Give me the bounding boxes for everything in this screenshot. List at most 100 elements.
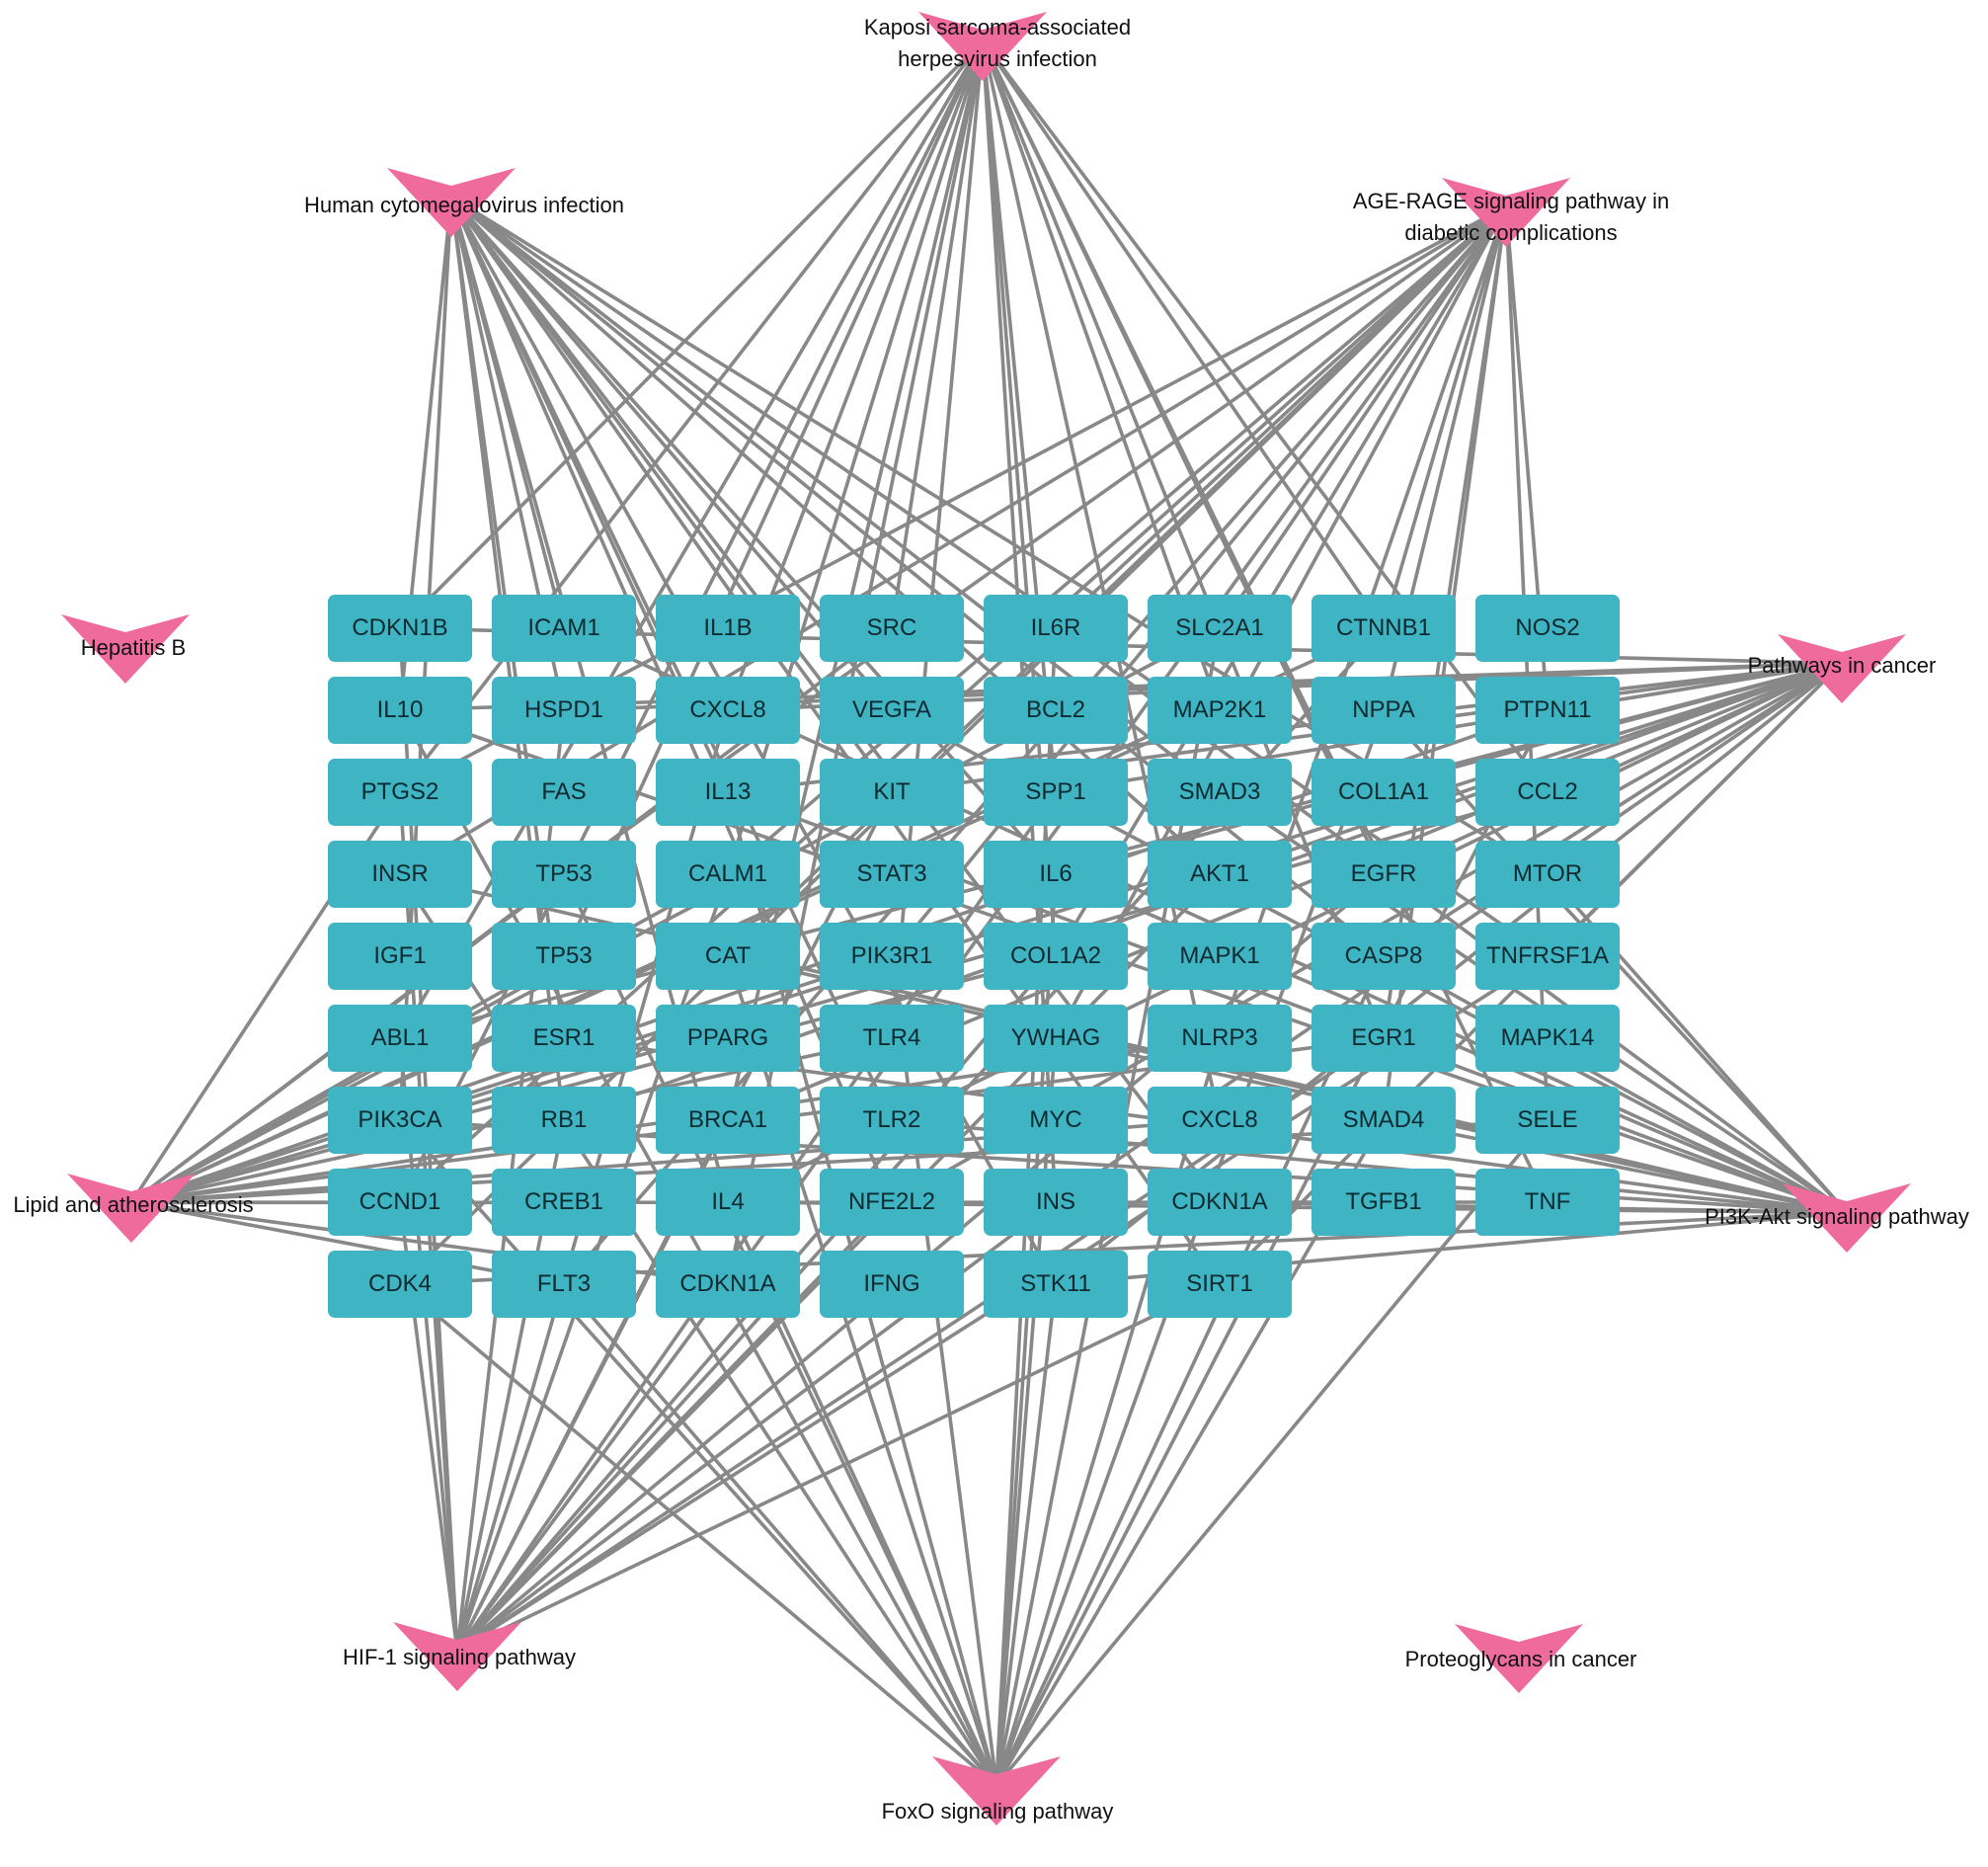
pathway-node-foxo[interactable] bbox=[932, 1756, 1061, 1826]
gene-node-mapk1[interactable]: MAPK1 bbox=[1148, 923, 1292, 990]
gene-node-sele[interactable]: SELE bbox=[1475, 1087, 1620, 1154]
edge-line bbox=[726, 39, 985, 1286]
gene-node-mapk14[interactable]: MAPK14 bbox=[1475, 1005, 1620, 1072]
gene-node-creb1[interactable]: CREB1 bbox=[492, 1169, 636, 1236]
gene-node-tlr4[interactable]: TLR4 bbox=[820, 1005, 964, 1072]
gene-node-abl1[interactable]: ABL1 bbox=[328, 1005, 472, 1072]
edge-line bbox=[398, 1282, 998, 1788]
gene-node-col1a2[interactable]: COL1A2 bbox=[984, 923, 1128, 990]
gene-node-myc[interactable]: MYC bbox=[984, 1087, 1128, 1154]
pathway-node-pi3k-akt[interactable] bbox=[1783, 1183, 1911, 1253]
pathway-node-pathways-in-cancer[interactable] bbox=[1778, 634, 1906, 703]
gene-node-tlr2[interactable]: TLR2 bbox=[820, 1087, 964, 1154]
gene-node-stat3[interactable]: STAT3 bbox=[820, 841, 964, 908]
gene-node-tp53-b[interactable]: TP53 bbox=[492, 923, 636, 990]
gene-node-il6[interactable]: IL6 bbox=[984, 841, 1128, 908]
edge-line bbox=[1218, 204, 1508, 630]
gene-node-ins[interactable]: INS bbox=[984, 1169, 1128, 1236]
gene-node-calm1[interactable]: CALM1 bbox=[656, 841, 800, 908]
gene-node-map2k1[interactable]: MAP2K1 bbox=[1148, 677, 1292, 744]
pathway-node-kshv[interactable] bbox=[918, 12, 1047, 81]
gene-node-ptpn11[interactable]: PTPN11 bbox=[1475, 677, 1620, 744]
gene-node-bcl2[interactable]: BCL2 bbox=[984, 677, 1128, 744]
gene-node-ccnd1[interactable]: CCND1 bbox=[328, 1169, 472, 1236]
edge-line bbox=[994, 1036, 1058, 1788]
gene-node-pparg[interactable]: PPARG bbox=[656, 1005, 800, 1072]
pathway-node-hepatitis-b[interactable] bbox=[61, 614, 190, 684]
pathway-node-age-rage[interactable] bbox=[1442, 178, 1570, 247]
gene-node-cdk4[interactable]: CDK4 bbox=[328, 1251, 472, 1318]
gene-node-fas[interactable]: FAS bbox=[492, 759, 636, 826]
gene-node-il1b[interactable]: IL1B bbox=[656, 595, 800, 662]
gene-node-rb1[interactable]: RB1 bbox=[492, 1087, 636, 1154]
edge-line bbox=[994, 1118, 1550, 1788]
edge-line bbox=[562, 1282, 998, 1788]
gene-node-pik3ca[interactable]: PIK3CA bbox=[328, 1087, 472, 1154]
gene-node-ptgs2[interactable]: PTGS2 bbox=[328, 759, 472, 826]
gene-node-kit[interactable]: KIT bbox=[820, 759, 964, 826]
gene-node-grid: CDKN1B ICAM1 IL1B SRC IL6R SLC2A1 CTNNB1… bbox=[328, 595, 1639, 1320]
gene-node-nfe2l2[interactable]: NFE2L2 bbox=[820, 1169, 964, 1236]
gene-node-il10[interactable]: IL10 bbox=[328, 677, 472, 744]
edge-line bbox=[449, 195, 1550, 958]
gene-node-pik3r1[interactable]: PIK3R1 bbox=[820, 923, 964, 990]
gene-node-ifng[interactable]: IFNG bbox=[820, 1251, 964, 1318]
pathway-label-foxo: FoxO signaling pathway bbox=[881, 1799, 1114, 1824]
gene-node-cat[interactable]: CAT bbox=[656, 923, 800, 990]
pathway-label-proteoglycans: Proteoglycans in cancer bbox=[1404, 1647, 1637, 1671]
pathway-node-proteoglycans[interactable] bbox=[1455, 1624, 1583, 1693]
gene-node-hspd1[interactable]: HSPD1 bbox=[492, 677, 636, 744]
gene-node-egr1[interactable]: EGR1 bbox=[1312, 1005, 1456, 1072]
gene-node-sirt1[interactable]: SIRT1 bbox=[1148, 1251, 1292, 1318]
pathway-node-lipid-atherosclerosis[interactable] bbox=[67, 1174, 196, 1243]
edge-line bbox=[129, 954, 566, 1205]
gene-node-akt1[interactable]: AKT1 bbox=[1148, 841, 1292, 908]
pathway-label-hcmv: Human cytomegalovirus infection bbox=[303, 193, 625, 217]
gene-node-esr1[interactable]: ESR1 bbox=[492, 1005, 636, 1072]
edge-line bbox=[994, 1282, 1058, 1788]
edge-line bbox=[981, 39, 1386, 630]
gene-node-casp8[interactable]: CASP8 bbox=[1312, 923, 1456, 990]
gene-node-il4[interactable]: IL4 bbox=[656, 1169, 800, 1236]
gene-node-igf1[interactable]: IGF1 bbox=[328, 923, 472, 990]
gene-node-spp1[interactable]: SPP1 bbox=[984, 759, 1128, 826]
gene-node-tp53-a[interactable]: TP53 bbox=[492, 841, 636, 908]
edge-line bbox=[562, 872, 998, 1788]
gene-node-il6r[interactable]: IL6R bbox=[984, 595, 1128, 662]
gene-node-insr[interactable]: INSR bbox=[328, 841, 472, 908]
gene-node-il13[interactable]: IL13 bbox=[656, 759, 800, 826]
gene-node-tgfb1[interactable]: TGFB1 bbox=[1312, 1169, 1456, 1236]
edge-line bbox=[129, 954, 894, 1205]
gene-node-brca1[interactable]: BRCA1 bbox=[656, 1087, 800, 1154]
pathway-label-kshv: Kaposi sarcoma-associated herpesvirus in… bbox=[863, 15, 1132, 71]
gene-node-ywhag[interactable]: YWHAG bbox=[984, 1005, 1128, 1072]
edge-line bbox=[1382, 954, 1849, 1215]
gene-node-smad3[interactable]: SMAD3 bbox=[1148, 759, 1292, 826]
gene-node-col1a1[interactable]: COL1A1 bbox=[1312, 759, 1456, 826]
gene-node-cdkn1a-a[interactable]: CDKN1A bbox=[1148, 1169, 1292, 1236]
gene-node-egfr[interactable]: EGFR bbox=[1312, 841, 1456, 908]
gene-node-tnf[interactable]: TNF bbox=[1475, 1169, 1620, 1236]
gene-node-ctnnb1[interactable]: CTNNB1 bbox=[1312, 595, 1456, 662]
gene-node-flt3[interactable]: FLT3 bbox=[492, 1251, 636, 1318]
pathway-node-hcmv[interactable] bbox=[387, 168, 516, 237]
gene-node-stk11[interactable]: STK11 bbox=[984, 1251, 1128, 1318]
gene-node-cdkn1a-b[interactable]: CDKN1A bbox=[656, 1251, 800, 1318]
gene-node-cdkn1b[interactable]: CDKN1B bbox=[328, 595, 472, 662]
gene-node-tnfrsf1a[interactable]: TNFRSF1A bbox=[1475, 923, 1620, 990]
gene-node-nos2[interactable]: NOS2 bbox=[1475, 595, 1620, 662]
gene-node-nlrp3[interactable]: NLRP3 bbox=[1148, 1005, 1292, 1072]
gene-node-nppa[interactable]: NPPA bbox=[1312, 677, 1456, 744]
pathway-node-hif1[interactable] bbox=[393, 1622, 521, 1691]
gene-node-mtor[interactable]: MTOR bbox=[1475, 841, 1620, 908]
gene-node-icam1[interactable]: ICAM1 bbox=[492, 595, 636, 662]
gene-node-slc2a1[interactable]: SLC2A1 bbox=[1148, 595, 1292, 662]
gene-node-ccl2[interactable]: CCL2 bbox=[1475, 759, 1620, 826]
edge-line bbox=[455, 1282, 730, 1654]
gene-node-smad4[interactable]: SMAD4 bbox=[1312, 1087, 1456, 1154]
gene-node-src[interactable]: SRC bbox=[820, 595, 964, 662]
pathway-label-pathways-in-cancer: Pathways in cancer bbox=[1747, 653, 1937, 678]
gene-node-vegfa[interactable]: VEGFA bbox=[820, 677, 964, 744]
gene-node-cxcl8-b[interactable]: CXCL8 bbox=[1148, 1087, 1292, 1154]
gene-node-cxcl8[interactable]: CXCL8 bbox=[656, 677, 800, 744]
